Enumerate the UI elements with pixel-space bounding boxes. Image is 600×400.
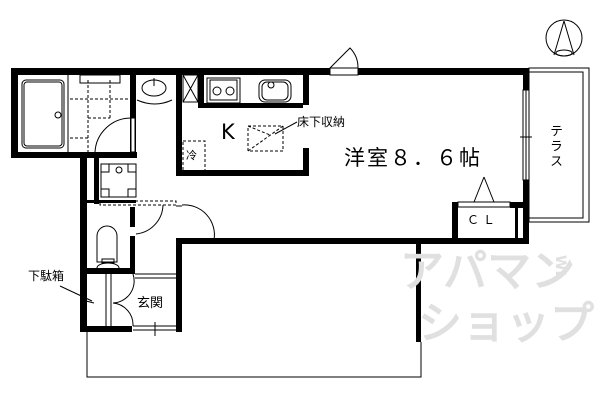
watermark-line1: アパマン [400, 246, 576, 297]
refrigerator-label: 冷 [186, 149, 197, 162]
underfloor-storage-icon [247, 121, 298, 152]
shoe-box-label: 下駄箱 [28, 269, 65, 283]
north-arrow-icon [545, 19, 583, 57]
closet-label: ＣＬ [467, 213, 500, 227]
kitchen-label: K [221, 120, 235, 144]
bathtub-icon [21, 79, 65, 149]
toilet-icon [96, 225, 120, 274]
entrance-label: 玄関 [137, 296, 164, 311]
washbasin-icon [136, 78, 173, 105]
walls [11, 68, 529, 342]
western-room-label: 洋室８．６帖 [344, 146, 482, 170]
refrigerator-box [182, 140, 206, 172]
watermark-mark: WL [552, 255, 568, 280]
underfloor-storage-label: 床下収納 [297, 115, 346, 129]
terrace-label: テラス [547, 124, 562, 169]
watermark-line2: ショップ [418, 298, 594, 349]
washing-machine-icon [100, 163, 137, 198]
kitchen-sink-icon [258, 79, 292, 103]
stove-icon [206, 77, 241, 104]
